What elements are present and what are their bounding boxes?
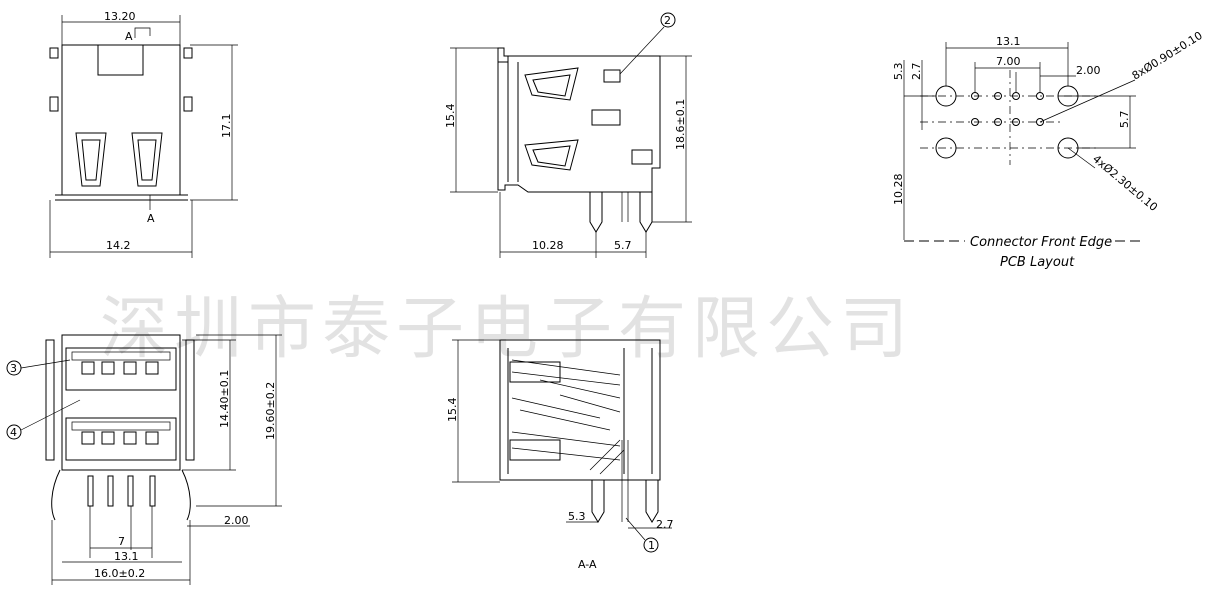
front-height: 17.1 [220,114,233,139]
bottom-height-inner: 14.40±0.1 [218,370,231,428]
section-mark-top: A [125,30,133,43]
side-height-left: 15.4 [444,104,457,129]
pcb-dim-13-1: 13.1 [996,35,1021,48]
bottom-width-total: 16.0±0.2 [94,567,145,580]
section-mark-bottom: A [147,212,155,225]
side-height-right: 18.6±0.1 [674,99,687,150]
pcb-layout: 13.1 7.00 2.00 5.3 2.7 10.28 5.7 8xØ0.90… [892,29,1205,270]
bottom-dim-13-1: 13.1 [114,550,139,563]
pcb-dim-2-7: 2.7 [910,63,923,81]
pcb-dim-2-00: 2.00 [1076,64,1101,77]
front-width-top: 13.20 [104,10,136,23]
upper-contacts [81,361,159,375]
front-view: 13.20 A A 17.1 14.2 [49,10,238,258]
section-hatching [511,359,625,475]
front-edge-label: Connector Front Edge [970,235,1112,250]
section-label: A-A [578,558,597,571]
hole-large-spec: 4xØ2.30±0.10 [1090,152,1160,214]
section-dim-2-7: 2.7 [656,518,674,531]
bottom-pins [87,475,156,507]
section-view: 15.4 5.3 2.7 1 A-A [446,339,674,571]
pcb-dim-5-7: 5.7 [1118,111,1131,129]
front-width-bottom: 14.2 [106,239,131,252]
bottom-dim-7: 7 [118,535,125,548]
pcb-dim-7-00: 7.00 [996,55,1021,68]
side-dim-10-28: 10.28 [532,239,564,252]
pcb-dim-10-28: 10.28 [892,174,905,206]
section-dim-5-3: 5.3 [568,510,586,523]
side-dim-5-7: 5.7 [614,239,632,252]
bottom-dim-2-00: 2.00 [224,514,249,527]
hole-small-spec: 8xØ0.90±0.10 [1130,29,1205,83]
bottom-height-outer: 19.60±0.2 [264,382,277,440]
pcb-dim-5-3: 5.3 [892,63,905,81]
company-watermark: 深圳市泰子电子有限公司 [100,290,914,369]
section-height: 15.4 [446,398,459,423]
lower-contacts [81,431,159,445]
callout-4: 4 [10,426,17,439]
callout-2: 2 [664,14,671,27]
callout-3: 3 [10,362,17,375]
section-pins [591,440,659,523]
small-holes [971,92,1044,126]
callout-1: 1 [648,539,655,552]
pcb-layout-label: PCB Layout [1000,255,1075,270]
bottom-view: 3 4 14.40±0.1 19.60±0.2 2.00 7 13.1 16.0… [6,334,282,585]
side-view: 2 15.4 18.6±0.1 10.28 5.7 [444,12,692,258]
